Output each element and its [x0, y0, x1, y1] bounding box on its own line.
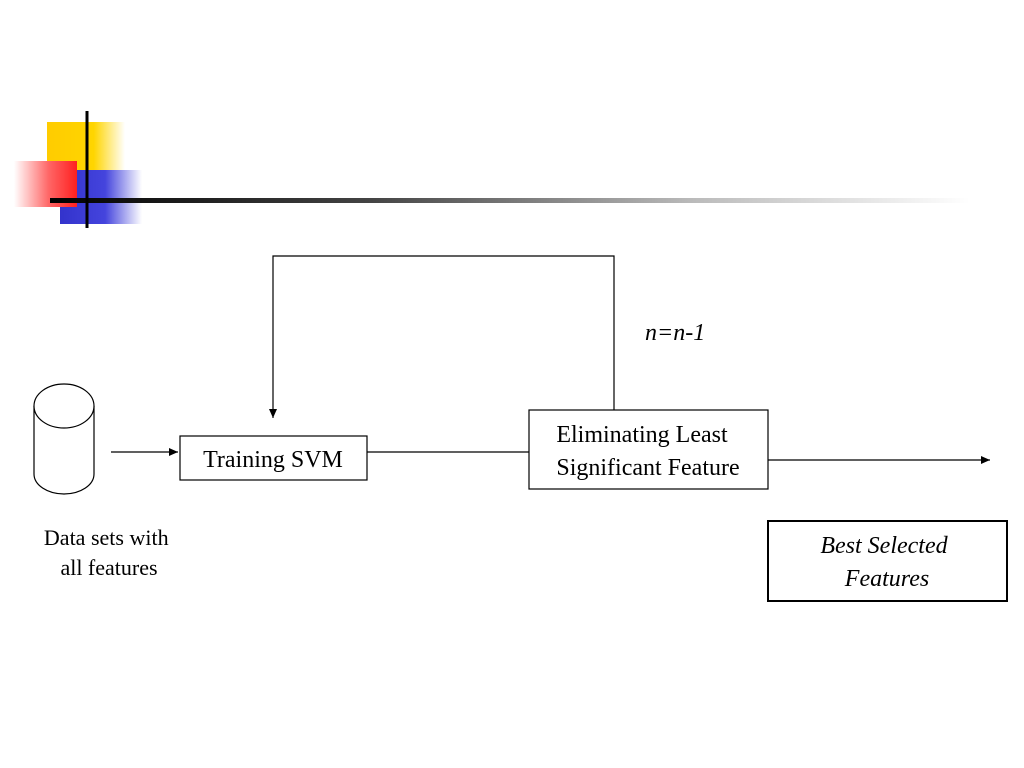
data-source-label: Data sets with all features	[44, 525, 174, 580]
data-source-node: Data sets with all features	[33, 383, 174, 580]
header-ornament	[14, 111, 970, 228]
data-source-cylinder-body	[33, 406, 95, 495]
edge-feedback-loop	[269, 255, 615, 418]
training-svm-label: Training SVM	[203, 447, 343, 473]
best-features-label: Best Selected Features	[820, 533, 953, 592]
eliminating-feature-node: Eliminating Least Significant Feature	[528, 409, 769, 490]
loop-label: n=n-1	[645, 320, 705, 346]
best-features-node: Best Selected Features	[767, 520, 1008, 602]
ornament-rule	[50, 198, 970, 203]
best-features-box	[767, 520, 1008, 602]
training-svm-node: Training SVM	[179, 435, 368, 481]
training-svm-box	[179, 435, 368, 481]
eliminating-feature-label: Eliminating Least Significant Feature	[556, 422, 739, 481]
eliminating-feature-box	[528, 409, 769, 490]
data-source-cylinder-top	[33, 383, 95, 429]
